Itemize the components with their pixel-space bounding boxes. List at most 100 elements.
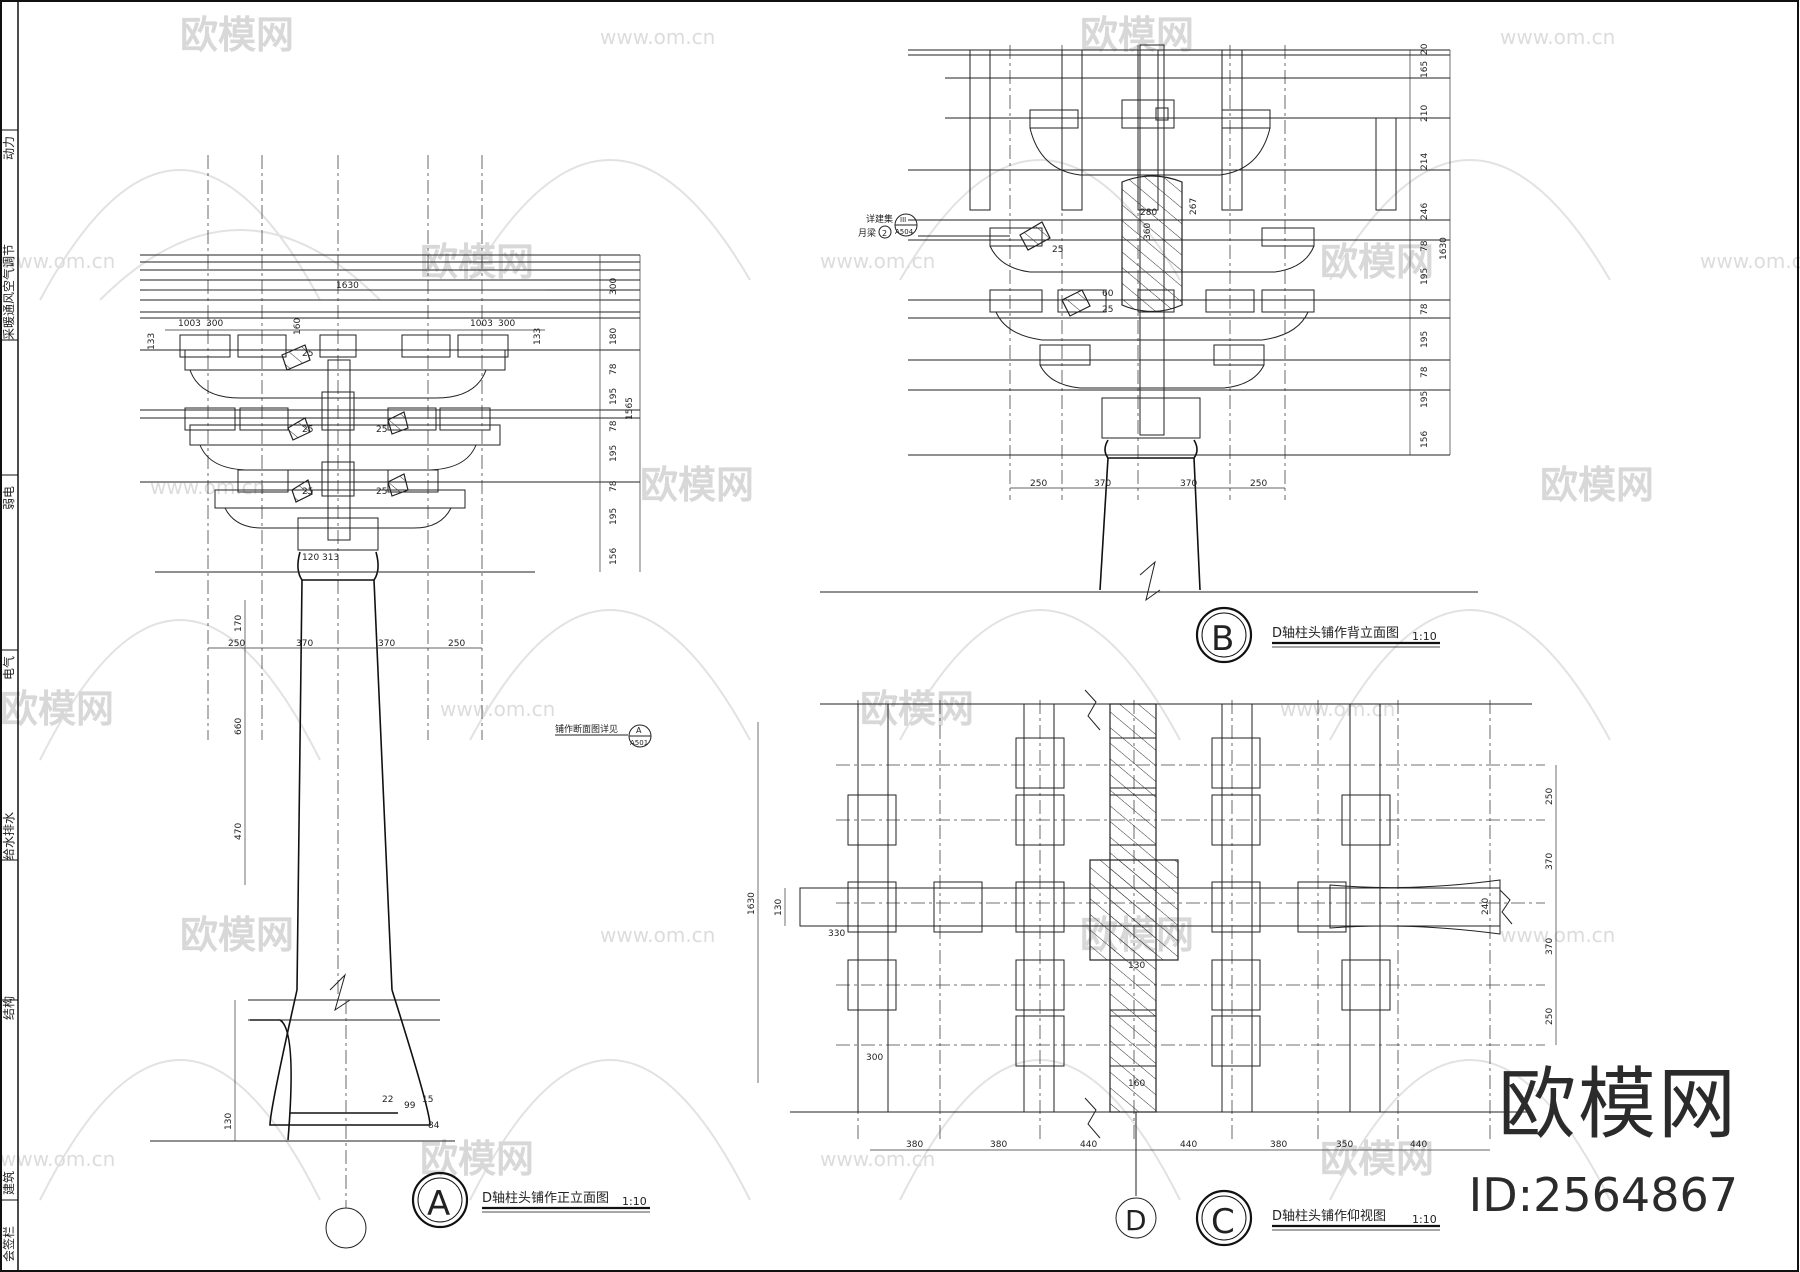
dim-label: 195 [609,445,619,462]
reference-text: 月梁 [858,227,876,239]
sidebar-cell: 电气 [1,656,16,680]
watermark-url: www.om.cn [1500,25,1615,49]
brand-logo-text: 欧模网 [1497,1060,1738,1150]
dim-label: 78 [1420,303,1430,315]
dim-label: 25 [1102,305,1113,315]
drawing-scale: 1:10 [622,1195,647,1208]
dim-label: 250 [1030,479,1047,489]
dim-label: 160 [1128,1079,1145,1089]
column-a [150,551,535,1249]
section-reference-b: 详建集 月梁 2 III A504 [858,213,1010,239]
bracket-set-a [179,334,509,551]
dim-label: 370 [378,639,395,649]
dim-label: 370 [1545,938,1555,955]
dim-chains-a [148,255,641,1141]
dim-text-a: 1630 1003 300 1003 300 133 133 300 180 7… [147,278,635,1131]
dim-label: 660 [234,718,244,735]
dim-label: 60 [1102,289,1114,299]
title-block-a: A D轴柱头铺作正立面图 1:10 [411,1171,650,1229]
dim-label: 133 [533,328,543,345]
watermark-layer: 欧模网 欧模网 欧模网 欧模网 欧模网 欧模网 欧模网 欧模网 欧模网 欧模网 … [0,13,1800,1201]
sidebar-cell: 建筑 [1,1171,16,1195]
watermark-logo: 欧模网 [180,913,294,957]
reference-top: A [636,726,642,735]
sidebar-cell: 动力 [2,136,16,160]
reference-number: 2 [882,229,887,238]
dim-label: 195 [1420,268,1430,285]
watermark-logo: 欧模网 [420,1137,534,1181]
dim-label: 380 [990,1140,1007,1150]
dim-label: 1003 [178,319,201,329]
sidebar-cell: 会签栏 [1,1226,16,1262]
dim-label: 78 [1420,366,1430,378]
dim-label: 240 [1481,898,1491,915]
dim-label: 156 [609,548,619,565]
dim-label: 440 [1410,1140,1427,1150]
watermark-url: www.om.cn [820,1147,935,1171]
title-block-c: C D轴柱头铺作仰视图 1:10 [1195,1189,1440,1247]
drawing-letter: A [427,1184,450,1224]
dim-label: 280 [1140,208,1157,218]
watermark-logo: 欧模网 [860,687,974,731]
watermark-logo: 欧模网 [180,13,294,57]
reference-bottom: A504 [895,228,914,236]
dim-label: 300 [866,1053,883,1063]
dim-label: 78 [1420,240,1430,252]
reference-text: 详建集 [866,213,893,225]
dim-label: 133 [147,333,157,350]
watermark-url: www.om.cn [1280,697,1395,721]
axis-lines-a [207,155,483,1000]
reference-bottom: A501 [630,739,648,747]
drawing-b-back-elevation: 20 165 210 214 246 78 195 78 195 78 195 … [820,43,1478,664]
drawing-scale: 1:10 [1412,1213,1437,1226]
dim-label: 25 [302,349,313,359]
drawing-scale: 1:10 [1412,630,1437,643]
watermark-logo: 欧模网 [1540,463,1654,507]
dim-label: 380 [906,1140,923,1150]
dim-label: 195 [609,508,619,525]
dim-label: 250 [1545,1008,1555,1025]
dim-text-c: 380 380 440 440 380 350 440 250 370 370 … [747,788,1555,1150]
dim-label: 195 [609,388,619,405]
dim-label: 246 [1420,203,1430,220]
watermark-url: www.om.cn [0,249,115,273]
dim-label: 25 [376,487,387,497]
dim-label: 165 [1420,61,1430,78]
watermark-url: www.om.cn [440,697,555,721]
sidebar-cell: 采暖通风空气调节 [1,244,16,340]
dim-label: 78 [609,420,619,432]
dim-label: 440 [1080,1140,1097,1150]
watermark-url: www.om.cn [600,25,715,49]
dim-label: 370 [1094,479,1111,489]
dim-label: 130 [774,899,784,916]
sidebar-labels: 动力 采暖通风空气调节 弱电 电气 给水排水 结构 建筑 会签栏 [1,136,16,1262]
dim-label: 1630 [336,281,359,291]
dim-label: 210 [1420,105,1430,122]
drawing-title: D轴柱头铺作仰视图 [1272,1209,1386,1224]
dim-label: 250 [1545,788,1555,805]
blocks-c [847,737,1391,1067]
dim-chains-c [757,722,1557,1151]
dim-label: 25 [1052,245,1063,255]
axis-letter: D [1125,1204,1147,1237]
dim-label: 20 [1420,43,1430,55]
dim-label: 25 [302,425,313,435]
sidebar-cell: 结构 [1,996,16,1020]
watermark-logo: 欧模网 [1320,1137,1434,1181]
watermark-url: www.om.cn [820,249,935,273]
axis-tag-d: D [1115,1112,1157,1239]
dim-chains-b [1010,50,1451,489]
dim-label: 300 [206,319,223,329]
beam-lines-a [140,254,640,483]
watermark-logo: 欧模网 [1320,240,1434,284]
watermark-logo: 欧模网 [0,687,114,731]
dim-label: 15 [422,1095,433,1105]
drawing-title: D轴柱头铺作正立面图 [482,1191,609,1206]
dim-label: 470 [234,823,244,840]
dim-text-b: 20 165 210 214 246 78 195 78 195 78 195 … [1030,43,1449,489]
dim-label: 130 [1128,961,1145,971]
dim-label: 1630 [1439,237,1449,260]
dim-label: 300 [609,278,619,295]
drawing-title: D轴柱头铺作背立面图 [1272,626,1399,641]
